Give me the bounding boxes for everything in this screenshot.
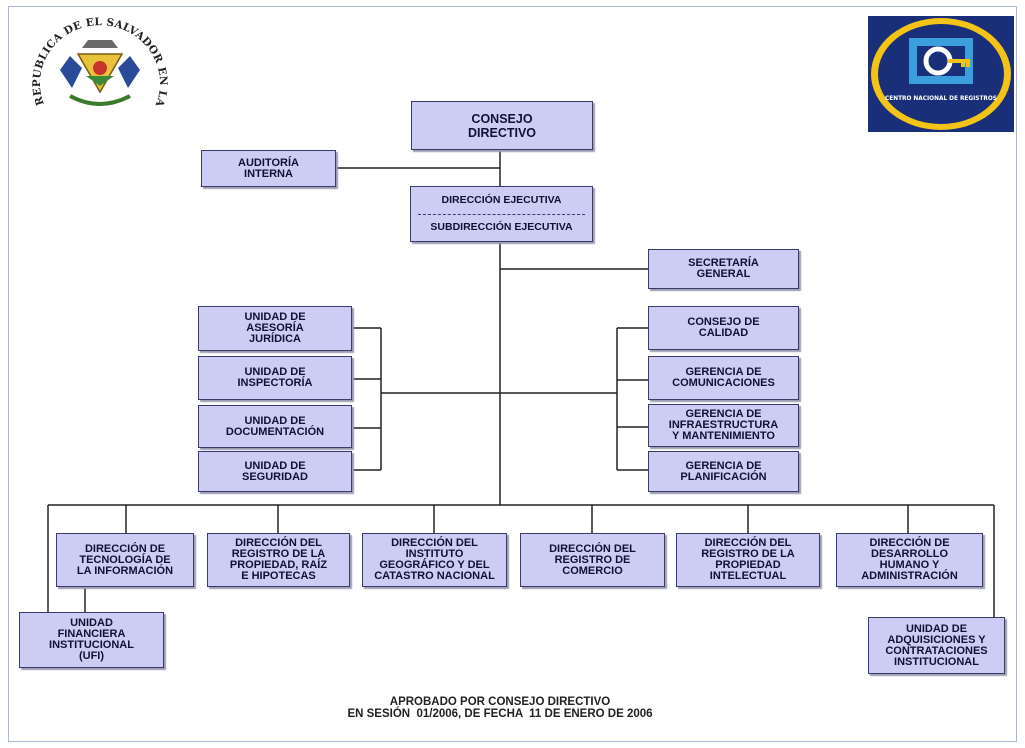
box-label-line: ADMINISTRACIÓN <box>861 570 958 582</box>
box-label-line: ASESORÍA <box>246 322 304 334</box>
dashed-divider <box>418 213 585 215</box>
logo-text: CENTRO NACIONAL DE REGISTROS <box>885 96 997 102</box>
box-label-line: DIRECCIÓN DE <box>869 537 950 549</box>
box-label-line: TECNOLOGÍA DE <box>79 553 171 566</box>
box-label-line: ADQUISICIONES Y <box>887 633 986 646</box>
box-label-line: DIRECCIÓN DEL <box>235 537 322 549</box>
subdireccion-ejecutiva-label: SUBDIRECCIÓN EJECUTIVA <box>430 221 573 234</box>
box-label-line: UNIDAD DE <box>905 622 968 635</box>
box-label-line: DIRECCIÓN DEL <box>704 537 792 549</box>
box-label-line: UNIDAD DE <box>244 414 306 427</box>
box-label-line: DIRECCIÓN DEL <box>549 542 636 555</box>
direccion-ejecutiva-label: DIRECCIÓN EJECUTIVA <box>441 193 562 206</box>
box-label-line: SEGURIDAD <box>241 470 308 483</box>
box-label-line: INTELECTUAL <box>709 570 787 582</box>
box-label-line: CATASTRO NACIONAL <box>374 570 495 582</box>
box-label-line: PROPIEDAD <box>715 559 781 571</box>
box-label-line: REGISTRO DE LA <box>701 548 795 560</box>
box-label-line: INSTITUCIONAL <box>49 639 134 651</box>
box-label-line: COMERCIO <box>562 564 623 577</box>
box-label-line: GERENCIA DE <box>685 408 762 420</box>
box-label-line: GENERAL <box>696 268 751 280</box>
box-label-line: DIRECCIÓN DE <box>84 542 166 555</box>
box-label-line: JURÍDICA <box>249 333 301 345</box>
box-label-line: FINANCIERA <box>57 628 126 640</box>
page-frame <box>8 6 1017 742</box>
box-label-line: REGISTRO DE LA <box>231 548 326 560</box>
box-label-line: INSTITUCIONAL <box>894 655 979 668</box>
box-label-line: DIRECTIVO <box>467 125 537 140</box>
box-label-line: UNIDAD DE <box>244 366 306 378</box>
box-label-line: GEOGRÁFICO Y DEL <box>379 559 490 571</box>
approval-line-1: APROBADO POR CONSEJO DIRECTIVO <box>389 696 611 708</box>
box-label-line: Y MANTENIMIENTO <box>672 430 775 442</box>
box-label-line: DESARROLLO <box>871 548 948 560</box>
approval-line-2: EN SESIÓN 01/2006, DE FECHA 11 DE ENERO … <box>347 708 653 720</box>
box-label-line: PROPIEDAD, RAÍZ <box>229 559 328 571</box>
approval-note: APROBADO POR CONSEJO DIRECTIVO EN SESIÓN… <box>260 696 740 720</box>
cnr-logo-icon: CENTRO NACIONAL DE REGISTROS <box>868 16 1014 132</box>
box-label-line: INFRAESTRUCTURA <box>668 419 779 431</box>
box-label-line: CONTRATACIONES <box>885 644 988 657</box>
box-label-line: HUMANO Y <box>879 559 940 571</box>
box-label-line: CONSEJO <box>471 111 533 126</box>
box-label-line: CALIDAD <box>698 327 749 339</box>
box-label-line: PLANIFICACIÓN <box>680 470 767 483</box>
box-label-line: DOCUMENTACIÓN <box>225 425 325 438</box>
direccion-ejecutiva-box[interactable]: DIRECCIÓN EJECUTIVA SUBDIRECCIÓN EJECUTI… <box>410 186 593 242</box>
box-label-line: REGISTRO DE <box>554 553 631 566</box>
box-label-line: INSTITUTO <box>405 548 464 560</box>
box-label-line: SECRETARÍA <box>688 257 759 269</box>
box-label-line: INTERNA <box>244 167 293 180</box>
box-label-line: COMUNICACIONES <box>672 377 775 389</box>
box-label-line: CONSEJO DE <box>687 316 760 328</box>
box-label-line: LA INFORMACIÓN <box>76 564 174 577</box>
coat-of-arms-icon: REPUBLICA DE EL SALVADOR EN LA AMERICA C… <box>22 12 169 109</box>
box-label-line: E HIPOTECAS <box>241 570 316 582</box>
box-label-line: (UFI) <box>78 650 105 662</box>
box-label-line: DIRECCIÓN DEL <box>391 537 478 549</box>
box-label-line: UNIDAD DE <box>244 311 306 323</box>
box-label-line: AUDITORÍA <box>238 156 299 169</box>
box-label-line: UNIDAD DE <box>244 459 306 472</box>
box-label-line: INSPECTORÍA <box>237 377 313 389</box>
box-label-line: GERENCIA DE <box>685 366 762 378</box>
box-label-line: GERENCIA DE <box>685 459 762 472</box>
box-label-line: UNIDAD <box>70 617 113 629</box>
